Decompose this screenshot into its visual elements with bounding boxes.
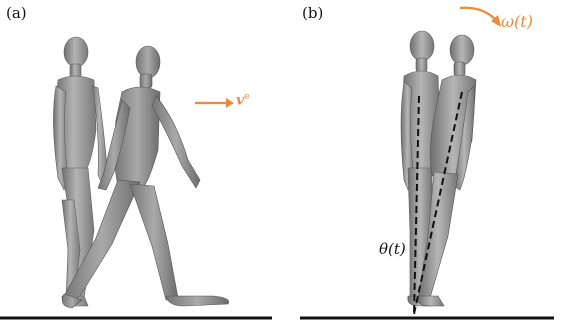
angle-label: θ(t)	[379, 240, 406, 258]
velocity-arrow	[195, 98, 234, 108]
panel-a: (a)	[0, 0, 282, 323]
tilting-figure-illustration	[282, 0, 563, 323]
panel-b: (b)	[282, 0, 563, 323]
walking-figure-illustration	[0, 0, 282, 323]
angular-velocity-label: ω(t)	[501, 12, 533, 31]
velocity-superscript: e	[244, 92, 249, 102]
velocity-symbol: v	[236, 93, 244, 109]
angular-velocity-arrow	[460, 8, 501, 27]
velocity-label: ve	[236, 92, 249, 109]
